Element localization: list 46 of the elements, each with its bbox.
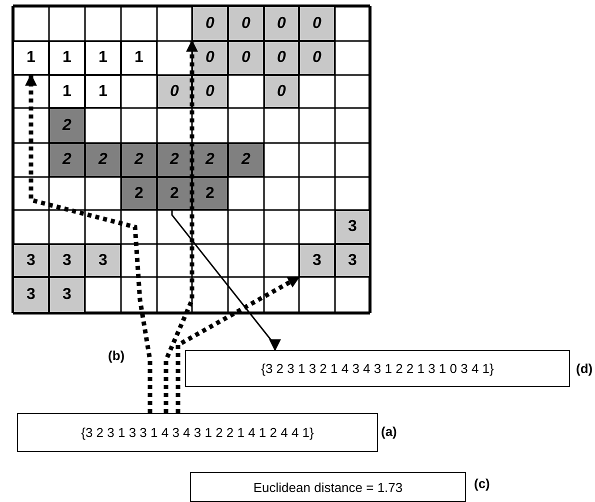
dotted-arrow [176,275,300,413]
number-cell: 2 [228,143,264,177]
number-cell: 3 [49,244,85,277]
number-cell: 0 [192,75,228,108]
number-cell: 1 [85,41,121,75]
number-cell: 0 [228,41,264,75]
number-cell: 0 [228,6,264,41]
number-cell: 3 [13,277,49,313]
panel-label: (b) [108,348,125,363]
text-box: Euclidean distance = 1.73 [190,472,466,502]
number-cell: 0 [299,41,335,75]
number-cell: 1 [85,75,121,108]
number-cell: 3 [13,244,49,277]
panel-label: (d) [576,361,593,376]
dotted-arrow [25,74,152,413]
number-cell: 1 [13,41,49,75]
number-cell: 3 [335,244,370,277]
number-cell: 2 [85,143,121,177]
dotted-arrow [164,40,198,413]
text-box: {3 2 3 1 3 3 1 4 3 4 3 1 2 2 1 4 1 2 4 4 1} [17,413,378,452]
number-cell: 0 [264,6,299,41]
number-cell: 0 [157,75,192,108]
number-cell: 1 [121,41,157,75]
number-cell: 0 [192,41,228,75]
number-cell: 1 [49,41,85,75]
number-cell: 0 [264,41,299,75]
number-cell: 0 [299,6,335,41]
number-cell: 2 [49,108,85,143]
number-cell: 2 [192,143,228,177]
number-cell: 2 [49,143,85,177]
number-cell: 2 [157,177,192,210]
number-cell: 0 [192,6,228,41]
arrow [171,210,281,352]
number-cell: 0 [264,75,299,108]
number-cell: 2 [121,143,157,177]
number-cell: 3 [49,277,85,313]
number-cell: 2 [121,177,157,210]
number-cell: 2 [192,177,228,210]
number-cell: 1 [49,75,85,108]
number-cell: 3 [85,244,121,277]
panel-label: (a) [381,424,397,439]
text-box: {3 2 3 1 3 2 1 4 3 4 3 1 2 2 1 3 1 0 3 4 1} [185,350,570,387]
number-cell: 2 [157,143,192,177]
panel-label: (c) [474,476,490,491]
number-cell: 3 [335,210,370,244]
number-cell: 3 [299,244,335,277]
